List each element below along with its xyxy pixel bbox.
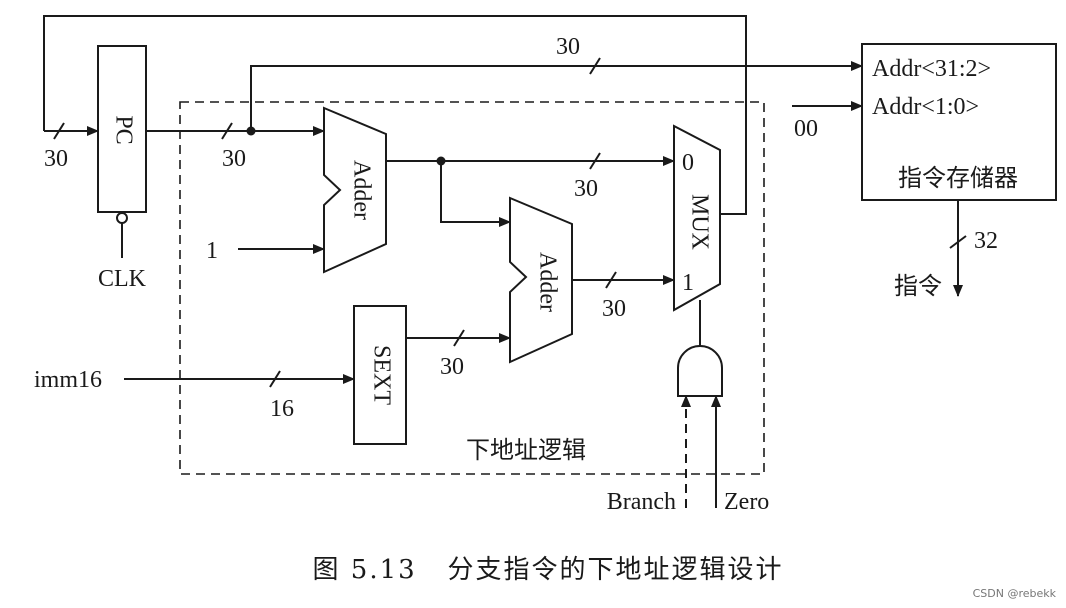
instruction-label: 指令: [894, 272, 942, 300]
pc-input-bus-tick: [53, 122, 65, 140]
instruction-memory: [861, 43, 1057, 201]
pc-to-imem-bus-tick: [589, 57, 601, 75]
watermark: CSDN @rebekk: [973, 587, 1057, 600]
imm16-width: 16: [270, 396, 294, 422]
pc-input-width: 30: [44, 146, 68, 172]
zero-label: Zero: [724, 489, 769, 515]
sext-output-bus-tick: [453, 329, 465, 347]
mux-input-0-label: 0: [682, 150, 694, 176]
adder-1: [323, 106, 387, 274]
imm16-bus-tick: [269, 370, 281, 388]
mux-label: MUX: [686, 194, 712, 250]
addr-hi-label: Addr<31:2>: [872, 56, 991, 82]
adder-1-label: Adder: [348, 160, 374, 220]
mux: [673, 124, 721, 312]
zeros-label: 00: [794, 116, 818, 142]
branch-label: Branch: [607, 489, 676, 515]
adder-2-output-width: 30: [602, 296, 626, 322]
pc-to-imem-width: 30: [556, 34, 580, 60]
adder-1-to-adder-2-wire: [440, 161, 511, 227]
pc-output-bus-tick: [221, 122, 233, 140]
adder-2-label: Adder: [534, 252, 560, 312]
sext-output-width: 30: [440, 354, 464, 380]
instruction-output-bus-tick: [949, 235, 967, 249]
adder-1-output-width: 30: [574, 176, 598, 202]
adder-2-output-bus-tick: [605, 271, 617, 289]
sext-label: SEXT: [368, 345, 394, 405]
next-address-region: [179, 101, 765, 475]
imm16-label: imm16: [34, 367, 102, 393]
pc-output-width: 30: [222, 146, 246, 172]
pc-clock-bubble: [116, 212, 128, 224]
imem-label: 指令存储器: [898, 164, 1018, 192]
adder-1-output-bus-tick: [589, 152, 601, 170]
adder-2: [509, 196, 573, 364]
and-gate: [677, 345, 723, 397]
addr-lo-label: Addr<1:0>: [872, 94, 979, 120]
pc-to-imem-wire: [250, 61, 863, 131]
pc-label: PC: [110, 115, 136, 144]
figure-caption: 图 5.13 分支指令的下地址逻辑设计: [313, 555, 784, 585]
instruction-output-width: 32: [974, 228, 998, 254]
region-label: 下地址逻辑: [466, 436, 586, 464]
mux-input-1-label: 1: [682, 270, 694, 296]
mux-feedback-wire: [43, 15, 747, 215]
const-one-label: 1: [206, 238, 218, 264]
clk-label: CLK: [98, 266, 147, 292]
sext-unit: [353, 305, 407, 445]
